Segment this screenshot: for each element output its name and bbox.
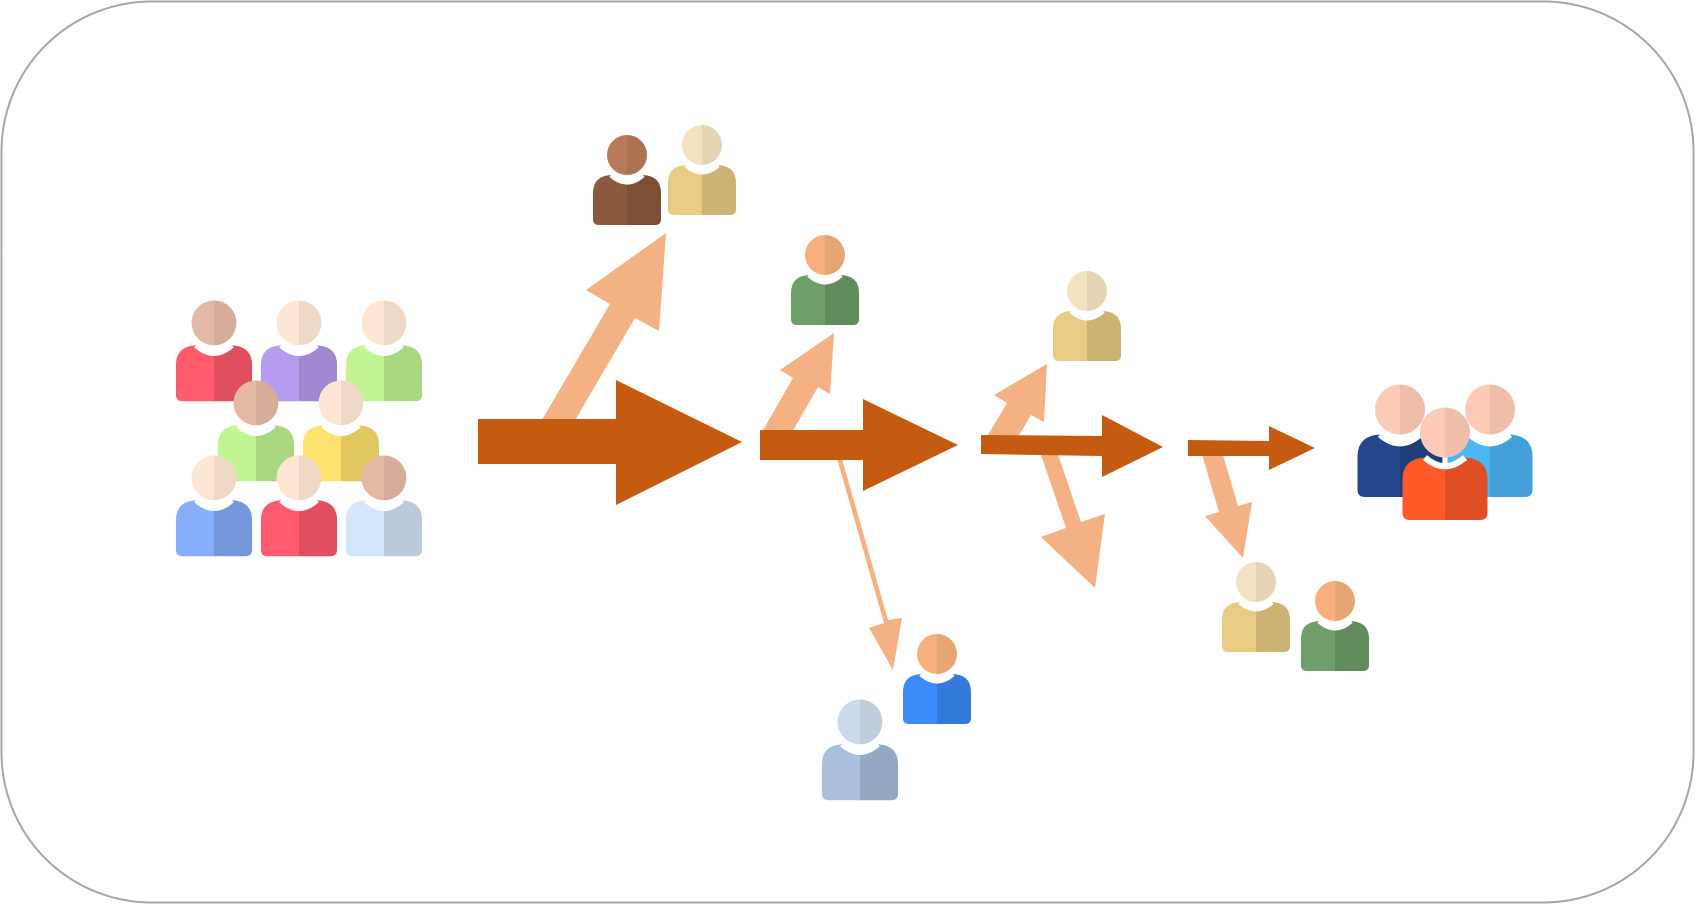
dropped-person-icon — [1053, 271, 1121, 361]
dropped-person-icon — [791, 235, 859, 325]
crowd-person-icon — [260, 455, 338, 557]
team-person-icon — [1402, 407, 1488, 520]
branch-arrow-stage3-up — [985, 364, 1047, 452]
main-arrow-stage2 — [760, 399, 958, 491]
crowd-person-icon — [175, 455, 253, 557]
dropped-person-icon — [821, 699, 899, 801]
crowd-person-icon — [345, 300, 423, 402]
crowd-person-icon — [175, 300, 253, 402]
dropped-people — [593, 125, 1369, 801]
branch-arrow-stage2-down — [836, 452, 902, 670]
team-person-icon — [1447, 384, 1533, 497]
branch-arrow-stage1-up — [539, 233, 666, 439]
dropped-person-icon — [1222, 562, 1290, 652]
main-flow-arrows — [478, 380, 1315, 505]
branch-arrow-stage2-up — [762, 333, 834, 441]
dropped-person-icon — [593, 135, 661, 225]
crowd-person-icon — [260, 300, 338, 402]
initial-crowd-icon — [175, 300, 423, 557]
dropped-person-icon — [668, 125, 736, 215]
main-arrow-stage3 — [981, 415, 1163, 477]
crowd-person-icon — [345, 455, 423, 557]
dropped-person-icon — [903, 634, 971, 724]
main-arrow-stage1 — [478, 380, 742, 505]
branch-arrow-stage4-down — [1201, 445, 1252, 558]
main-arrow-stage4 — [1188, 426, 1315, 470]
branch-arrow-stage3-down — [1040, 446, 1105, 588]
crowd-person-icon — [217, 380, 295, 482]
dropped-person-icon — [1301, 581, 1369, 671]
final-team-icon — [1357, 384, 1533, 520]
branch-arrows — [539, 233, 1252, 670]
crowd-person-icon — [302, 380, 380, 482]
